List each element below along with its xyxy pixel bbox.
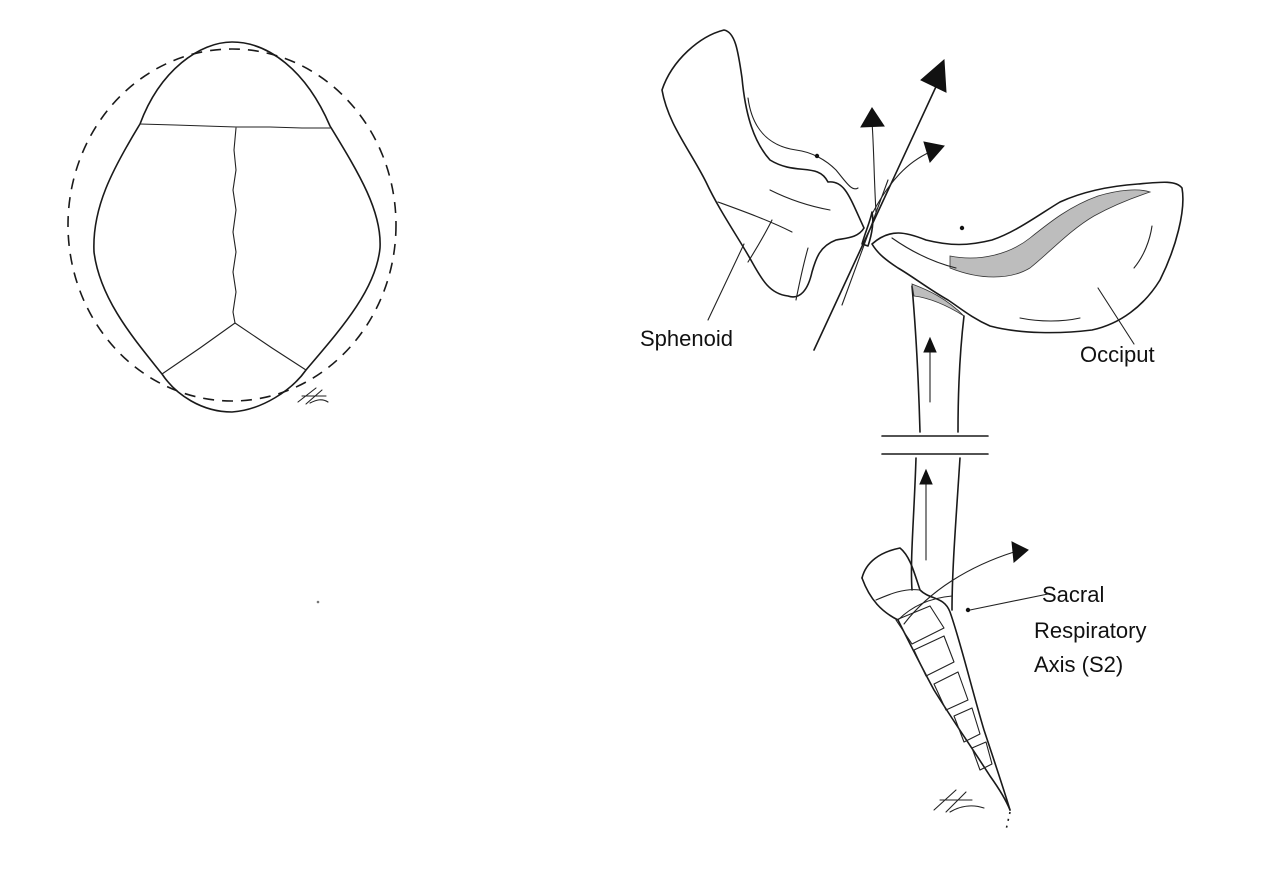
- arrow-head-dural-upper: [923, 336, 937, 353]
- lambdoid-suture-right: [234, 322, 307, 371]
- occiput-bone: [871, 181, 1184, 334]
- sacral-base: [875, 589, 921, 601]
- occiput-contour: [1019, 317, 1081, 322]
- skull-expansion-outline: [67, 48, 397, 402]
- skull-outline: [93, 41, 381, 413]
- sphenobasilar-junction: [861, 211, 874, 247]
- arrow-head-dural-lower: [919, 468, 933, 485]
- sacrum: [861, 547, 1011, 811]
- skull-top-view-icon: [67, 41, 397, 413]
- sphenoid-contour: [747, 219, 773, 263]
- occiput-stipple: [949, 189, 1152, 278]
- arrow-head-large: [920, 58, 947, 93]
- artist-signature-icon: [297, 387, 329, 405]
- sphenoid-leader-line: [707, 243, 745, 321]
- sphenoid-label: Sphenoid: [640, 326, 733, 351]
- sacral-rotation-arrow: [903, 551, 1015, 625]
- sacral-segment: [913, 635, 955, 677]
- sacrum: [861, 577, 1011, 811]
- sagittal-suture: [232, 127, 237, 324]
- coronal-suture: [139, 123, 331, 129]
- arrow-head-right: [923, 141, 945, 164]
- sacral-axis-leader-line: [969, 593, 1049, 611]
- sacral-axis-label-line3: Axis (S2): [1034, 652, 1123, 677]
- arrow-head-sacral: [1011, 541, 1029, 564]
- sacral-axis-label-line2: Respiratory: [1034, 618, 1146, 643]
- sacral-axis-point: [965, 607, 971, 613]
- artist-signature-icon: [933, 789, 985, 813]
- lambdoid-suture-left: [161, 322, 236, 375]
- dural-tube-upper: [911, 285, 921, 433]
- arrow-head-left: [860, 107, 885, 128]
- coccyx-dots: [1005, 811, 1011, 831]
- occiput-leader-line: [1097, 287, 1135, 345]
- foramen-stipple: [911, 283, 965, 317]
- paper-speck: [316, 600, 320, 604]
- sacral-axis-label-line1: Sacral: [1042, 582, 1104, 607]
- sphenoid-contour: [769, 189, 831, 211]
- sacral-segment: [953, 707, 981, 743]
- occiput-contour: [1133, 225, 1153, 269]
- dural-tube-lower: [951, 457, 961, 611]
- dural-tube-upper: [957, 315, 965, 433]
- sphenoid-contour: [747, 97, 859, 190]
- dural-tube-lower: [910, 457, 917, 591]
- sacral-segment: [971, 741, 993, 771]
- occiput-dot: [959, 225, 965, 231]
- sphenoid-bone: [661, 29, 865, 298]
- sphenoid-contour: [717, 201, 793, 233]
- sphenoid-dot: [814, 153, 820, 159]
- rotation-arrow-right: [871, 151, 931, 215]
- sacral-segment: [933, 671, 969, 711]
- rotation-arrow-left: [871, 121, 877, 213]
- occiput-contour: [891, 237, 957, 269]
- occiput-label: Occiput: [1080, 342, 1155, 367]
- craniosacral-axis-icon: Sphenoid Occiput Sacral Respiratory Axis…: [640, 29, 1184, 831]
- sacral-segment: [895, 605, 945, 645]
- axis-line-secondary: [841, 179, 889, 306]
- axis-line: [813, 77, 941, 351]
- sphenoid-contour: [795, 247, 809, 301]
